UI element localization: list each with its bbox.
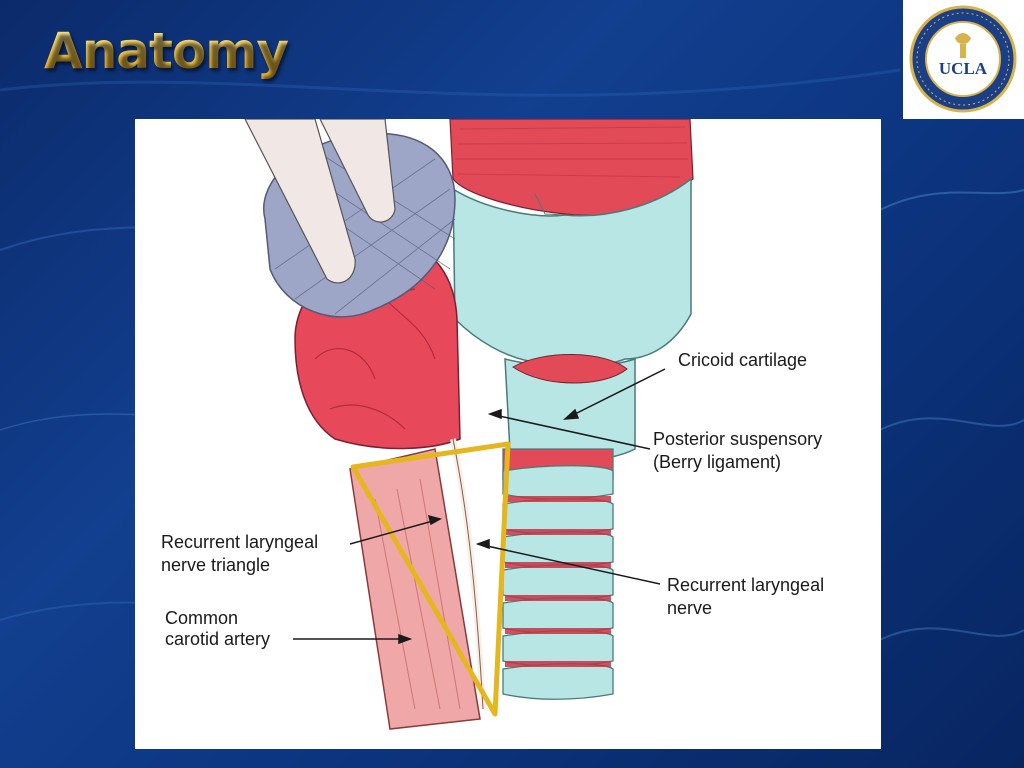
ucla-logo: UCLA: [903, 0, 1024, 119]
label-rln-line2: nerve: [667, 598, 713, 618]
finger-1: [244, 119, 356, 284]
ucla-seal-icon: UCLA: [909, 5, 1017, 113]
slide-title: Anatomy: [44, 22, 289, 80]
leader-lines: [293, 368, 666, 645]
rln-triangle-outline: [350, 441, 511, 717]
label-posterior-suspensory-line1: Posterior suspensory: [653, 429, 823, 449]
finger-2: [319, 119, 396, 223]
label-rln-line1: Recurrent laryngeal: [667, 575, 825, 595]
label-rln-triangle-line1: Recurrent laryngeal: [161, 532, 319, 552]
label-posterior-suspensory-line2: (Berry ligament): [653, 452, 782, 472]
larynx-illustration: [244, 119, 694, 730]
tracheal-rings: [502, 448, 614, 700]
label-rln-triangle-line2: nerve triangle: [161, 555, 271, 575]
cricothyroid-muscle: [512, 354, 628, 384]
logo-text: UCLA: [939, 59, 988, 78]
label-carotid-line2: carotid artery: [165, 629, 271, 649]
anatomy-figure: Cricoid cartilage Posterior suspensory (…: [135, 119, 881, 749]
label-carotid-line1: Common: [165, 608, 239, 628]
label-cricoid-cartilage: Cricoid cartilage: [678, 350, 808, 370]
